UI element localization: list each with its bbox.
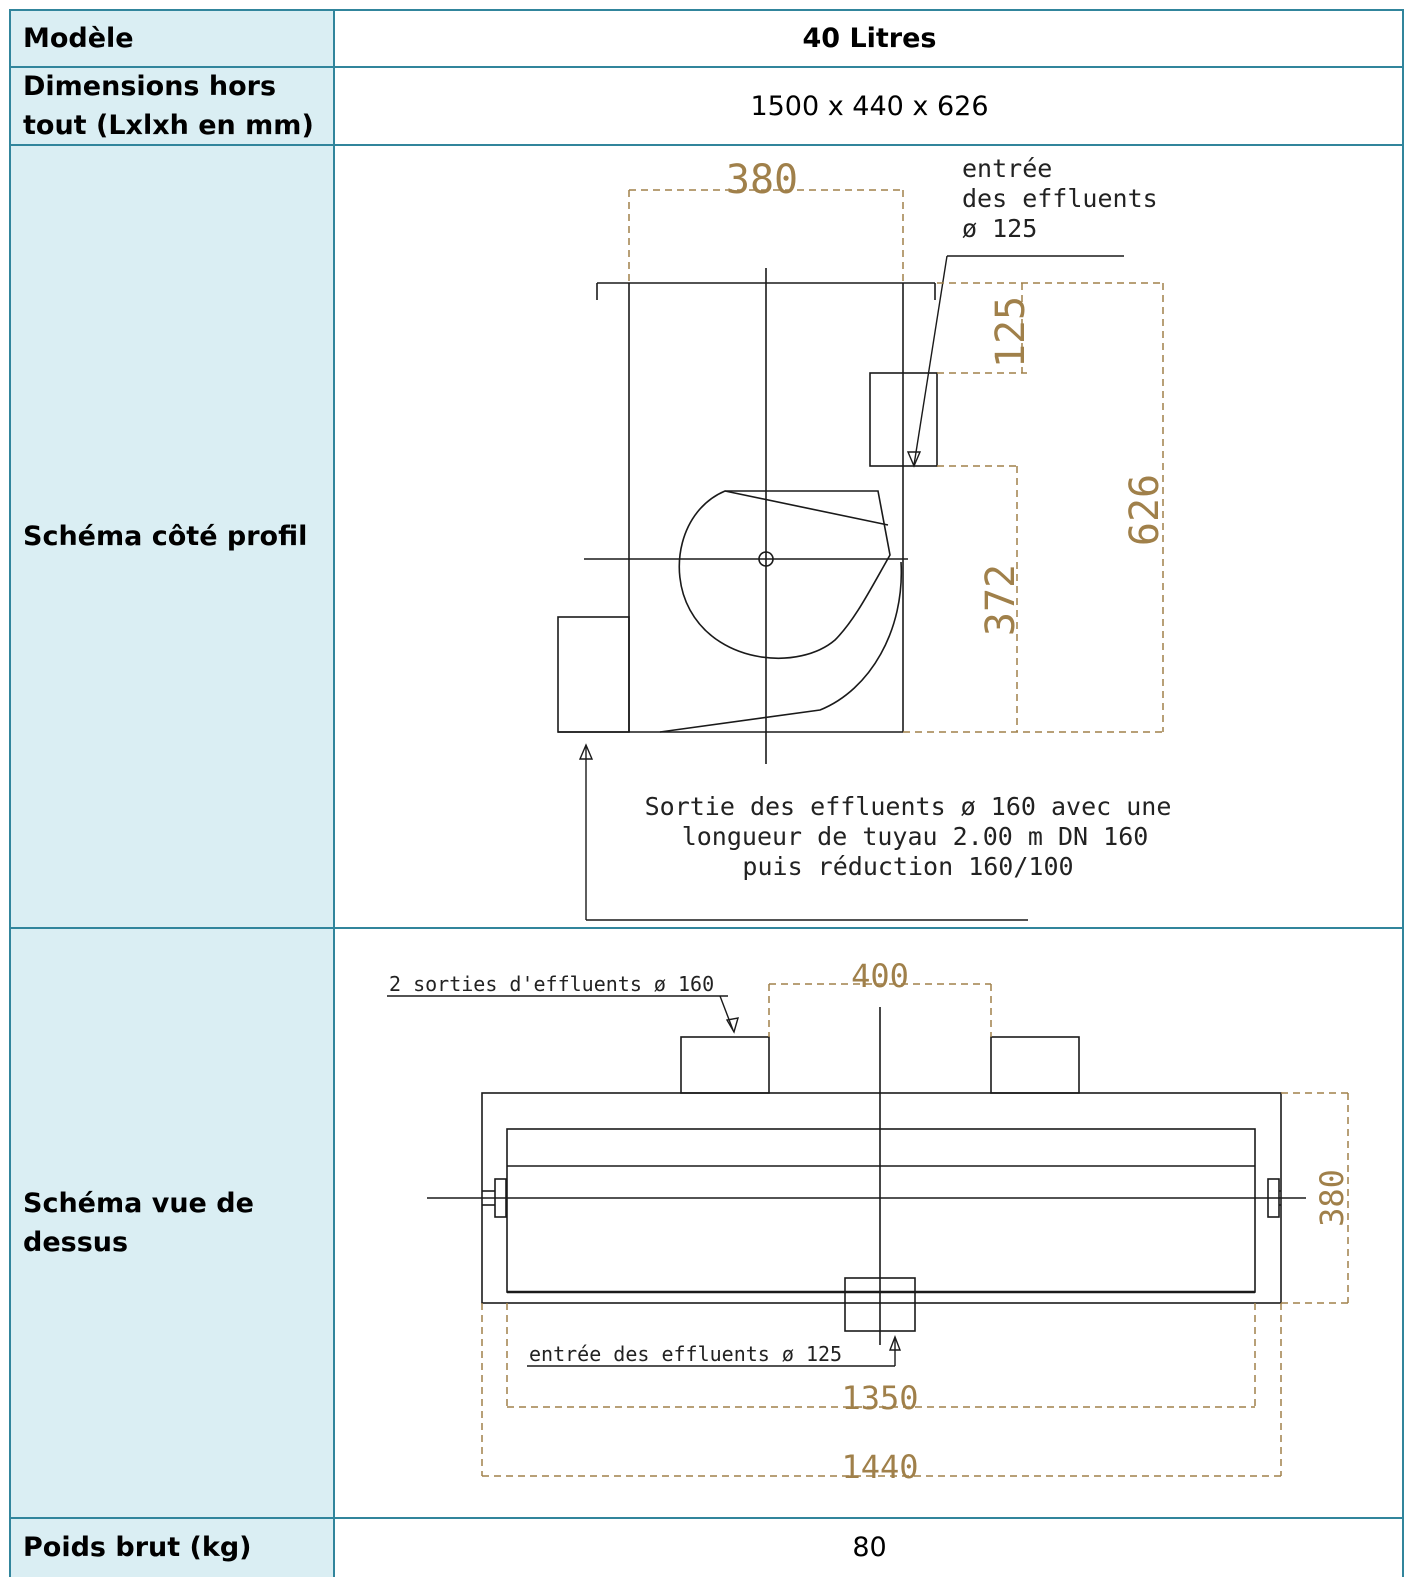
model-value: 40 Litres bbox=[802, 22, 937, 54]
dim-depth-380: 380 bbox=[1313, 1169, 1351, 1227]
dim-height-372: 372 bbox=[978, 564, 1024, 636]
dim-inlet-125: 125 bbox=[988, 296, 1034, 368]
dim-width-380: 380 bbox=[726, 157, 798, 203]
dimensions-value: 1500 x 440 x 626 bbox=[750, 90, 989, 122]
column-divider bbox=[333, 9, 335, 1577]
row-divider bbox=[9, 66, 1404, 68]
dim-inner-1350: 1350 bbox=[841, 1379, 918, 1417]
inlet-label-line2: des effluents bbox=[962, 184, 1158, 213]
dim-outlets-400: 400 bbox=[851, 957, 909, 995]
row-divider bbox=[9, 1517, 1404, 1519]
inlet-label-line1: entrée bbox=[962, 154, 1052, 183]
weight-label: Poids brut (kg) bbox=[9, 1518, 335, 1577]
top-view-label: Schéma vue de dessus bbox=[9, 928, 335, 1518]
outlets-label: 2 sorties d'effluents ø 160 bbox=[389, 972, 714, 996]
inlet-label-line3: ø 125 bbox=[962, 214, 1037, 243]
spec-table: Modèle 40 Litres Dimensions hors tout (L… bbox=[9, 9, 1404, 1577]
row-divider bbox=[9, 144, 1404, 146]
dim-outer-1440: 1440 bbox=[841, 1448, 918, 1486]
profile-label: Schéma côté profil bbox=[9, 145, 335, 928]
model-label: Modèle bbox=[9, 9, 335, 67]
dim-height-626: 626 bbox=[1122, 474, 1168, 546]
outlet-label-line2: longueur de tuyau 2.00 m DN 160 bbox=[682, 822, 1149, 851]
table-frame bbox=[9, 9, 1404, 1577]
outlet-label-line3: puis réduction 160/100 bbox=[742, 852, 1073, 881]
row-divider bbox=[9, 927, 1404, 929]
outlet-label-line1: Sortie des effluents ø 160 avec une bbox=[645, 792, 1172, 821]
weight-value: 80 bbox=[852, 1532, 887, 1563]
inlet-label: entrée des effluents ø 125 bbox=[529, 1342, 842, 1366]
dimensions-label: Dimensions hors tout (Lxlxh en mm) bbox=[9, 67, 335, 145]
